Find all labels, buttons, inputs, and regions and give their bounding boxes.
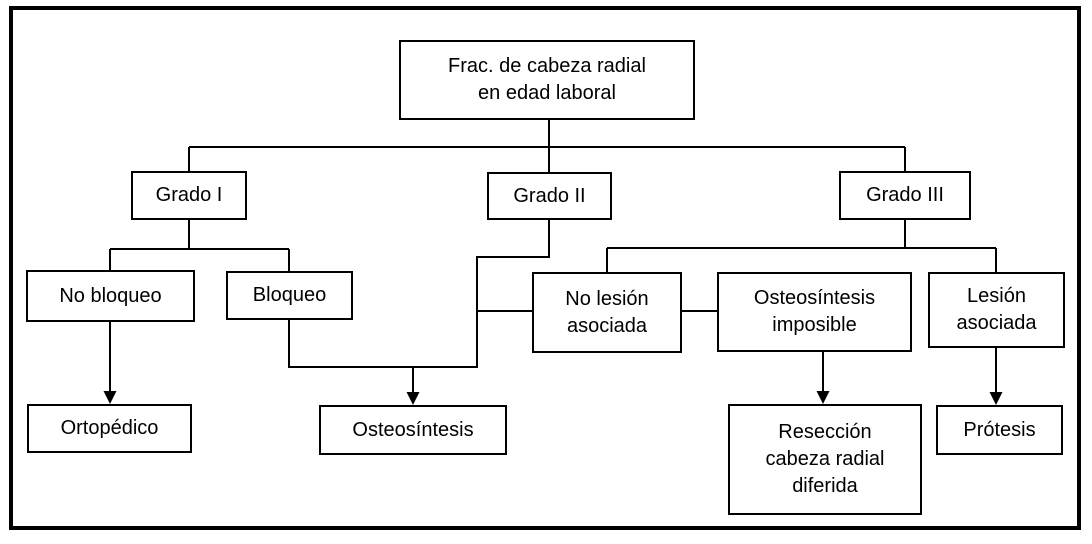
node-grado-3-label: Grado III — [866, 184, 944, 206]
node-grado-2-label: Grado II — [513, 184, 586, 207]
arrowhead-ortopedico — [103, 391, 117, 404]
node-grado-1-label: Grado I — [155, 184, 223, 206]
node-lesion-asociada-label: Lesión asociada — [956, 285, 1037, 334]
arrowhead-osteosintesis — [406, 392, 420, 405]
node-root-label: Frac. de cabeza radial en edad laboral — [448, 55, 646, 104]
node-no-lesion-asociada: No lesión asociada — [532, 272, 682, 353]
node-grado-2: Grado II — [487, 172, 612, 220]
figure-border — [9, 6, 1081, 530]
node-no-bloqueo: No bloqueo — [26, 270, 195, 322]
node-protesis: Prótesis — [936, 405, 1063, 455]
arrowhead-reseccion — [816, 391, 830, 404]
node-grado-1: Grado I — [131, 171, 247, 220]
node-reseccion-label: Resección cabeza radial diferida — [765, 421, 885, 497]
node-root: Frac. de cabeza radial en edad laboral — [399, 40, 695, 120]
node-ortopedico: Ortopédico — [27, 404, 192, 453]
node-protesis-label: Prótesis — [963, 418, 1036, 441]
node-bloqueo-label: Bloqueo — [252, 284, 327, 306]
node-no-lesion-asociada-label: No lesión asociada — [565, 287, 649, 337]
arrowhead-protesis — [989, 392, 1003, 405]
node-ortopedico-label: Ortopédico — [60, 417, 159, 439]
node-osteosintesis: Osteosíntesis — [319, 405, 507, 455]
node-grado-3: Grado III — [839, 171, 971, 220]
node-osteosintesis-imposible-label: Osteosíntesis imposible — [753, 287, 876, 336]
node-no-bloqueo-label: No bloqueo — [59, 284, 162, 307]
node-bloqueo: Bloqueo — [226, 271, 353, 320]
node-lesion-asociada: Lesión asociada — [928, 272, 1065, 348]
node-reseccion-cabeza-radial-diferida: Resección cabeza radial diferida — [728, 404, 922, 515]
node-osteosintesis-label: Osteosíntesis — [352, 418, 474, 441]
node-osteosintesis-imposible: Osteosíntesis imposible — [717, 272, 912, 352]
